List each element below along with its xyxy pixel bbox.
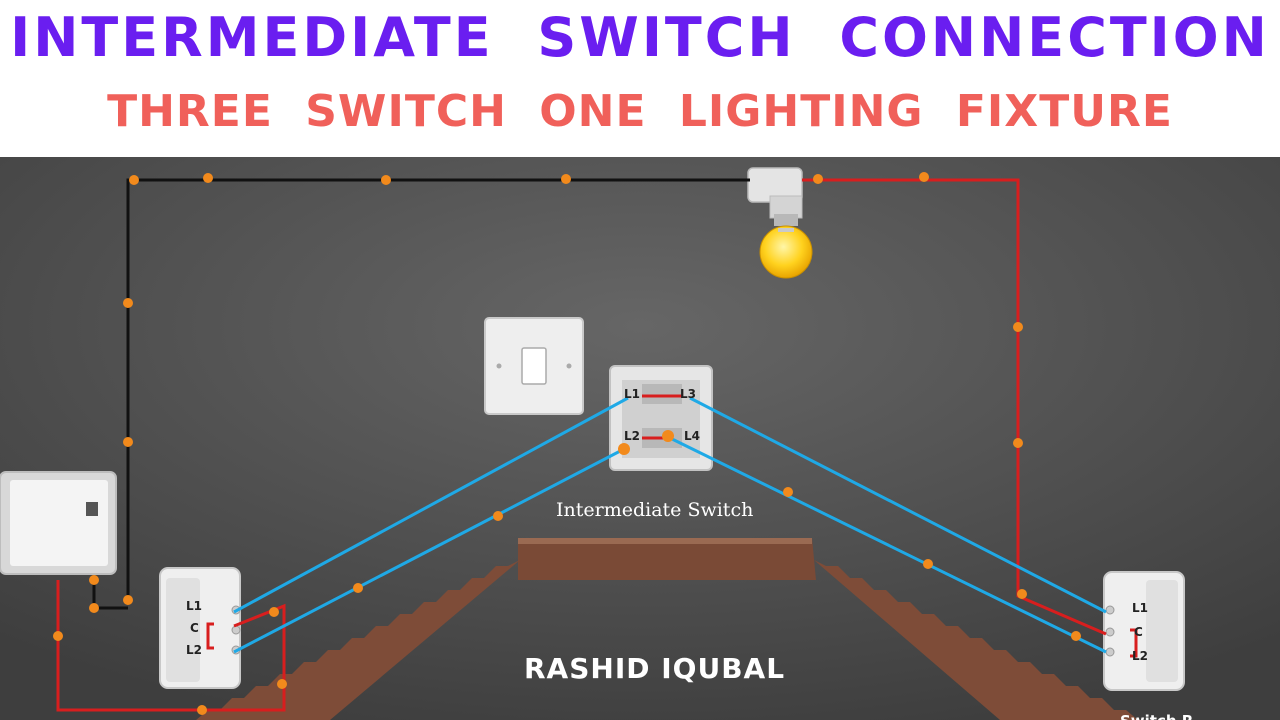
right-switch-caption-partial: Switch R [1120,712,1194,720]
junction-dot [123,298,133,308]
intermediate-terminal-l1: L1 [624,387,640,401]
intermediate-terminal-l2: L2 [624,429,640,443]
intermediate-terminal-l3: L3 [680,387,696,401]
left-switch-terminal-l1: L1 [186,599,202,613]
junction-dot [783,487,793,497]
junction-dot [662,430,674,442]
junction-dot [813,174,823,184]
right-switch-terminal-l2: L2 [1132,649,1148,663]
junction-dot [203,173,213,183]
junction-dot [1013,438,1023,448]
junction-dot [561,174,571,184]
right-switch-terminal-c: C [1134,625,1143,639]
light-bulb-fixture [747,167,813,279]
intermediate-switch-caption: Intermediate Switch [556,499,753,521]
right-switch-terminal-l1: L1 [1132,601,1148,615]
junction-dot [89,575,99,585]
junction-dot [1071,631,1081,641]
intermediate-switch [609,365,713,471]
junction-dot [89,603,99,613]
junction-dot [277,679,287,689]
switch-plate-front [484,317,584,415]
left-two-way-switch [159,567,241,689]
junction-dot [919,172,929,182]
right-two-way-switch [1103,571,1185,691]
page-title: INTERMEDIATE SWITCH CONNECTION [10,6,1270,69]
junction-dot [1017,589,1027,599]
distribution-board [0,471,117,575]
junction-dot [129,175,139,185]
junction-dot [1013,322,1023,332]
junction-dot [197,705,207,715]
intermediate-terminal-l4: L4 [684,429,700,443]
page-subtitle: THREE SWITCH ONE LIGHTING FIXTURE [107,86,1173,137]
traveler-wires [233,396,1107,654]
header-banner: INTERMEDIATE SWITCH CONNECTION THREE SWI… [0,0,1280,157]
junction-dot [123,437,133,447]
author-credit: RASHID IQUBAL [524,652,785,685]
staircase-illustration [196,538,1138,720]
phase-wire [56,178,1107,712]
junction-dot [353,583,363,593]
left-switch-terminal-l2: L2 [186,643,202,657]
junction-dot [923,559,933,569]
junction-dot [381,175,391,185]
junction-dot [618,443,630,455]
junction-dot [123,595,133,605]
junction-dot [493,511,503,521]
junction-dot [53,631,63,641]
left-switch-terminal-c: C [190,621,199,635]
junction-dot [269,607,279,617]
junction-dots [53,172,1081,715]
